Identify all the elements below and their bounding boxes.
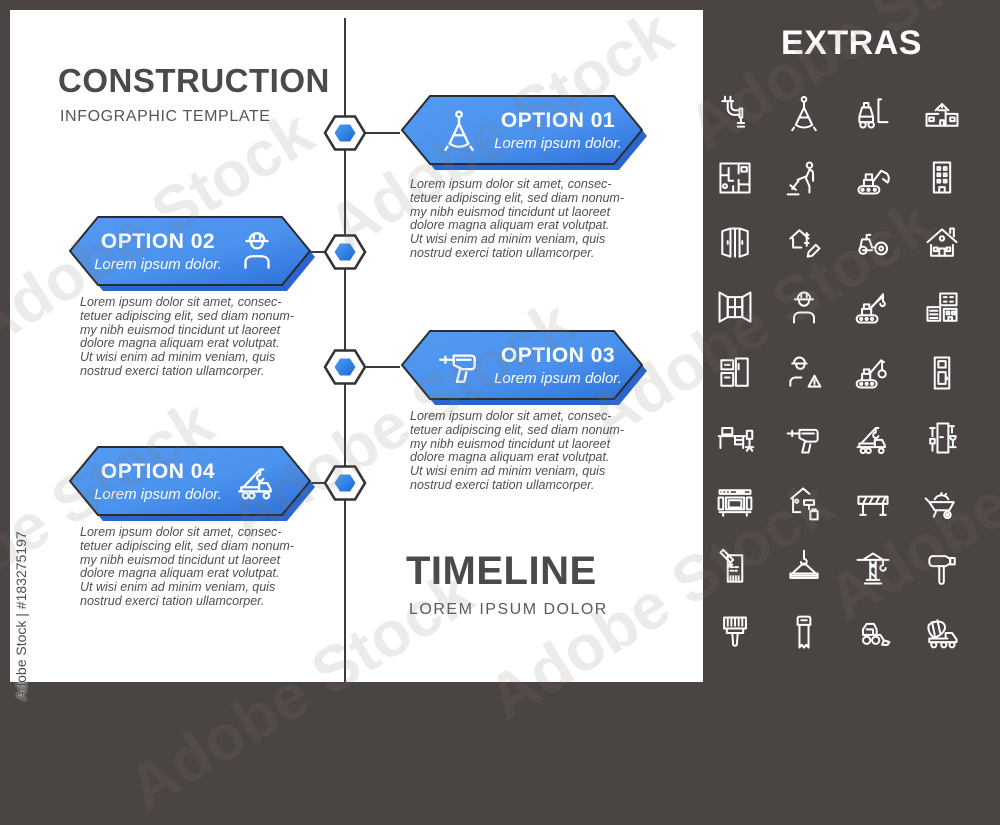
footer-subtitle: LOREM IPSUM DOLOR — [409, 601, 608, 618]
excavator-icon — [838, 145, 907, 210]
tv-console-icon — [700, 470, 769, 535]
connector-line — [363, 132, 400, 134]
page-title: CONSTRUCTION — [58, 62, 330, 99]
crawler-crane-icon — [838, 275, 907, 340]
paintbrush-icon — [700, 600, 769, 665]
option-paragraph: Lorem ipsum dolor sit amet, consec- tetu… — [410, 409, 625, 492]
house-design-icon — [769, 210, 838, 275]
worker-warning-icon — [769, 340, 838, 405]
tower-crane-icon — [838, 535, 907, 600]
cabinets-icon — [700, 340, 769, 405]
extras-icon-grid — [700, 80, 976, 665]
worker-jackhammer-icon — [769, 145, 838, 210]
option-label: OPTION 03 — [500, 343, 616, 367]
connector-line — [304, 482, 325, 484]
blueprint-pencil-icon — [700, 535, 769, 600]
lifting-hook-icon — [769, 535, 838, 600]
drafting-compass-icon — [769, 80, 838, 145]
option-sublabel: Lorem ipsum dolor. — [94, 255, 222, 273]
bathroom-icon — [907, 405, 976, 470]
extras-title: EXTRAS — [781, 24, 922, 62]
option-label: OPTION 01 — [500, 108, 616, 132]
house-icon — [907, 210, 976, 275]
double-door-icon — [700, 210, 769, 275]
option-paragraph: Lorem ipsum dolor sit amet, consec- tetu… — [80, 525, 295, 608]
connector-line — [363, 366, 400, 368]
drill-icon — [769, 405, 838, 470]
office-buildings-icon — [907, 275, 976, 340]
page-subtitle: INFOGRAPHIC TEMPLATE — [60, 108, 271, 125]
option-01-banner: OPTION 01 Lorem ipsum dolor. — [398, 94, 650, 174]
crane-truck-icon — [234, 458, 280, 504]
concrete-mixer-icon — [907, 600, 976, 665]
option-sublabel: Lorem ipsum dolor. — [494, 369, 622, 387]
wheelbarrow-icon — [907, 470, 976, 535]
office-desk-icon — [700, 405, 769, 470]
timeline-node-hexagon — [323, 465, 367, 501]
construction-worker-icon — [234, 228, 280, 274]
timeline-node-hexagon — [323, 234, 367, 270]
floor-plan-icon — [700, 145, 769, 210]
connector-line — [304, 251, 325, 253]
hammer-icon — [907, 535, 976, 600]
bulldozer-icon — [838, 600, 907, 665]
option-label: OPTION 04 — [100, 459, 216, 483]
drill-icon — [436, 342, 482, 388]
road-roller-icon — [838, 210, 907, 275]
option-04-banner: OPTION 04 Lorem ipsum dolor. — [66, 445, 318, 525]
handsaw-icon — [769, 600, 838, 665]
option-label: OPTION 02 — [100, 229, 216, 253]
footer-title: TIMELINE — [406, 549, 597, 593]
option-paragraph: Lorem ipsum dolor sit amet, consec- tetu… — [410, 177, 625, 260]
timeline-node-hexagon — [323, 349, 367, 385]
school-building-icon — [907, 80, 976, 145]
road-barrier-icon — [838, 470, 907, 535]
drafting-compass-icon — [436, 107, 482, 153]
house-painting-icon — [769, 470, 838, 535]
apartment-building-icon — [907, 145, 976, 210]
crane-truck-icon — [838, 405, 907, 470]
construction-worker-icon — [769, 275, 838, 340]
watermark-id: Adobe Stock | #183275197 — [13, 531, 29, 700]
option-sublabel: Lorem ipsum dolor. — [94, 485, 222, 503]
option-02-banner: OPTION 02 Lorem ipsum dolor. — [66, 215, 318, 295]
wrecking-ball-crane-icon — [838, 340, 907, 405]
forklift-icon — [838, 80, 907, 145]
option-03-banner: OPTION 03 Lorem ipsum dolor. — [398, 329, 650, 409]
door-icon — [907, 340, 976, 405]
open-window-icon — [700, 275, 769, 340]
option-paragraph: Lorem ipsum dolor sit amet, consec- tetu… — [80, 295, 295, 378]
pipes-icon — [700, 80, 769, 145]
option-sublabel: Lorem ipsum dolor. — [494, 134, 622, 152]
timeline-node-hexagon — [323, 115, 367, 151]
